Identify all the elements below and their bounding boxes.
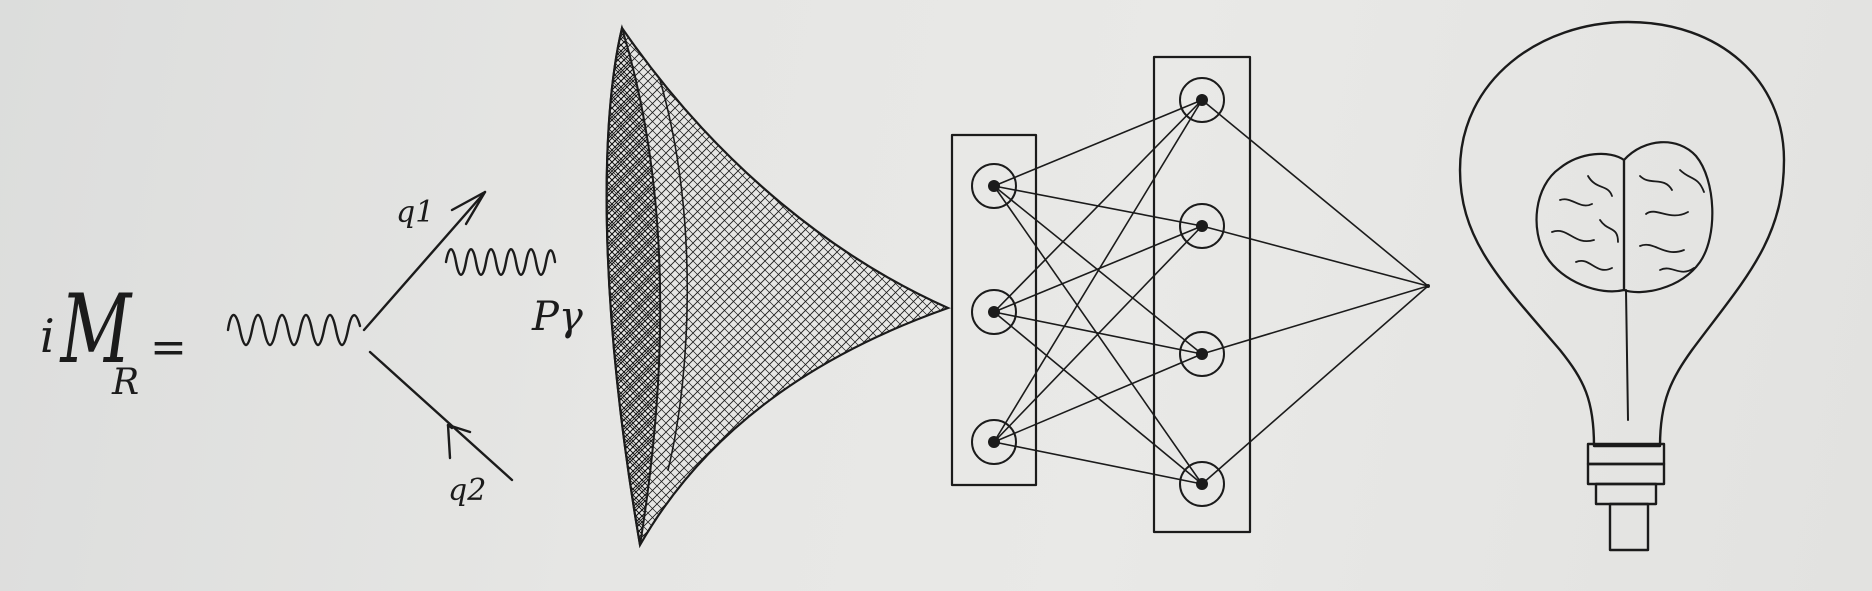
network-connections [993,99,1429,485]
network-node [1196,478,1208,490]
network-edge [993,99,1203,313]
amplitude-symbol: M [59,272,133,384]
network-edge [993,353,1203,443]
label-q1: q1 [396,195,434,230]
network-node [1426,284,1430,288]
fermion-line-q1 [362,190,487,332]
bulb-base-ring-2 [1586,462,1666,486]
arrow-head-q2 [446,423,454,460]
network-node [1196,348,1208,360]
network-edge [993,99,1203,187]
fermion-line-q2 [368,350,514,482]
network-node [988,306,1000,318]
network-edge [1201,99,1429,287]
hidden-layer-box [1152,55,1252,534]
equals-sign: = [150,322,187,373]
network-node [988,180,1000,192]
label-photon-momentum: Pγ [531,294,583,340]
network-node-ring [1179,331,1225,377]
network-node-ring [971,289,1017,335]
amplitude-equation: i M R = [40,272,187,403]
network-node [988,436,1000,448]
label-q2: q2 [448,473,486,508]
network-edge [993,225,1203,313]
network-edge [993,99,1203,443]
brain-stem-line [1625,289,1629,421]
brain-folds [1551,169,1705,273]
cone-rim [605,24,662,546]
bulb-glass [1458,20,1786,448]
hatched-cone [605,24,951,549]
network-edge [993,225,1203,443]
network-edge [1201,285,1429,355]
neural-network [950,55,1430,534]
network-node [1196,220,1208,232]
outgoing-photon-line [444,248,557,276]
bulb-base-ring-3 [1594,482,1658,506]
network-edge [993,441,1203,485]
network-edge [1201,225,1429,287]
arrow-head-q2-wing [446,423,472,434]
network-node-ring [1179,77,1225,123]
network-node-ring [1179,203,1225,249]
cone-shading-curve [659,79,689,471]
network-node-ring [971,163,1017,209]
brain-right-hemisphere [1622,141,1714,294]
brain-left-hemisphere [1535,152,1626,293]
bulb-base-tip [1608,502,1650,552]
feynman-diagram: q1 q2 Pγ [226,190,583,508]
network-node-ring [1179,461,1225,507]
network-node-ring [971,419,1017,465]
lightbulb-brain-icon [1458,20,1786,552]
network-edge [1201,285,1429,485]
amplitude-subscript: R [111,362,139,403]
network-node [1196,94,1208,106]
input-layer-box [950,133,1038,487]
arrow-head-q1 [450,190,487,226]
incoming-photon-line [226,313,362,347]
amplitude-prefix: i [40,309,55,363]
network-nodes [971,77,1430,507]
